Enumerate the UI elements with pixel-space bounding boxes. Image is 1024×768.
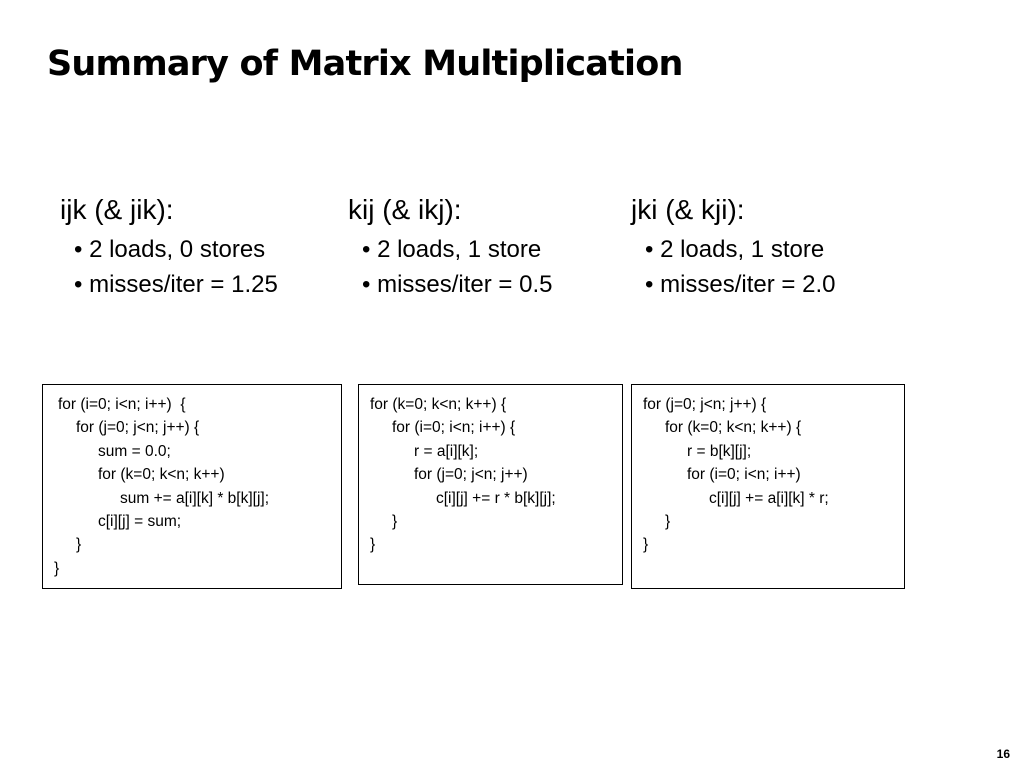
misses-per-iter-bullet: misses/iter = 2.0 [645,267,835,302]
code-box-jki: for (j=0; j<n; j++) { for (k=0; k<n; k++… [631,384,905,589]
code-line: } [643,536,649,554]
misses-per-iter-bullet: misses/iter = 0.5 [362,267,552,302]
code-line: for (k=0; k<n; k++) [98,466,225,484]
code-line: for (i=0; i<n; i++) [687,466,801,484]
code-line: } [370,536,376,554]
loop-order-kij: kij (& ikj): 2 loads, 1 store misses/ite… [348,190,552,302]
code-line: c[i][j] += a[i][k] * r; [709,489,829,507]
code-line: for (k=0; k<n; k++) { [370,396,507,413]
code-line: for (j=0; j<n; j++) { [76,419,200,437]
code-box-kij: for (k=0; k<n; k++) { for (i=0; i<n; i++… [358,384,623,585]
misses-per-iter-bullet: misses/iter = 1.25 [74,267,278,302]
code-line: } [665,513,671,531]
slide-title: Summary of Matrix Multiplication [47,44,683,84]
loop-order-jki: jki (& kji): 2 loads, 1 store misses/ite… [631,190,835,302]
code-line: for (j=0; j<n; j++) [414,466,528,484]
code-box-ijk: for (i=0; i<n; i++) { for (j=0; j<n; j++… [42,384,342,589]
stats-list: 2 loads, 1 store misses/iter = 0.5 [362,232,552,302]
code-line: sum += a[i][k] * b[k][j]; [120,489,270,507]
code-line: } [54,559,60,577]
code-line: for (i=0; i<n; i++) { [58,396,186,413]
stats-list: 2 loads, 1 store misses/iter = 2.0 [645,232,835,302]
loads-stores-bullet: 2 loads, 1 store [362,232,552,267]
loop-order-heading: jki (& kji): [631,194,745,225]
code-line: for (j=0; j<n; j++) { [643,396,767,413]
code-line: r = b[k][j]; [687,442,752,460]
code-line: } [392,513,398,531]
code-line: c[i][j] = sum; [98,513,182,531]
page-number: 16 [996,747,1010,761]
code-line: r = a[i][k]; [414,442,479,460]
code-line: } [76,536,82,554]
stats-list: 2 loads, 0 stores misses/iter = 1.25 [74,232,278,302]
loop-order-ijk: ijk (& jik): 2 loads, 0 stores misses/it… [60,190,278,302]
code-line: for (i=0; i<n; i++) { [392,419,516,437]
code-line: for (k=0; k<n; k++) { [665,419,802,437]
code-line: c[i][j] += r * b[k][j]; [436,489,556,507]
code-line: sum = 0.0; [98,442,171,460]
loads-stores-bullet: 2 loads, 1 store [645,232,835,267]
loop-order-heading: kij (& ikj): [348,194,462,225]
loop-order-heading: ijk (& jik): [60,194,174,225]
loads-stores-bullet: 2 loads, 0 stores [74,232,278,267]
